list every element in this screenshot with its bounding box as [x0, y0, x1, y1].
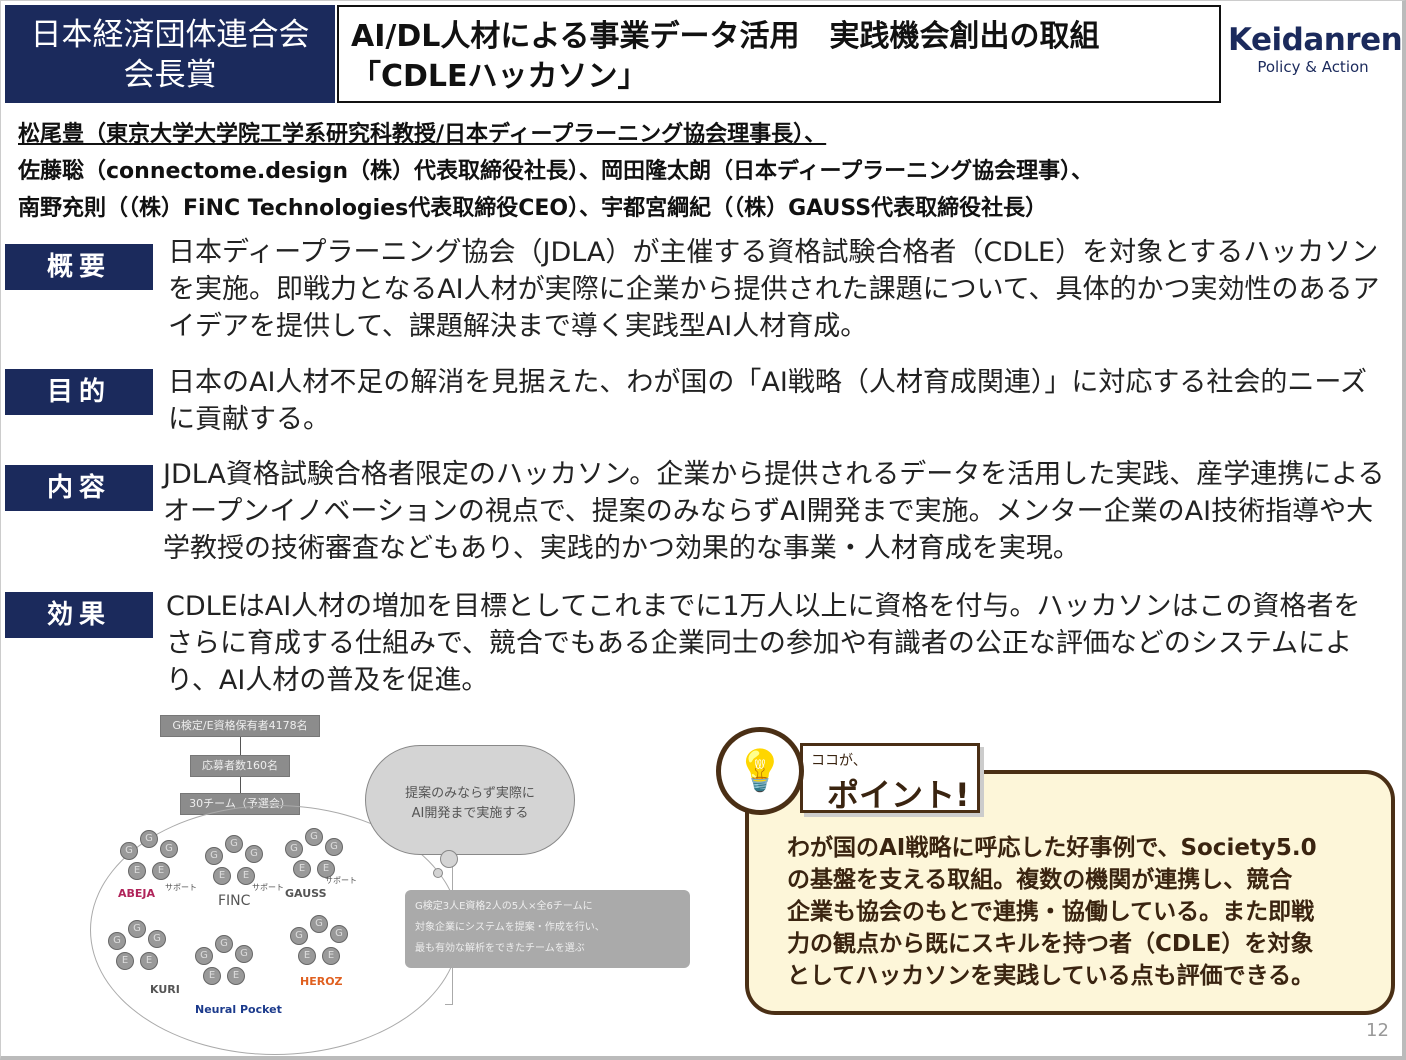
support-label: サポート — [252, 883, 284, 892]
section-label-content: 内容 — [5, 465, 153, 511]
point-box: わが国のAI戦略に呼応した好事例で、Society5.0 の基盤を支える取組。複… — [745, 770, 1395, 1015]
company-logo-abeja: ABEJA — [118, 887, 156, 900]
company-logo-gauss: GAUSS — [285, 887, 327, 900]
section-label-effect: 効果 — [5, 592, 153, 638]
author-line: 松尾豊（東京大学大学院工学系研究科教授/日本ディープラーニング協会理事長）、 — [18, 122, 827, 147]
title-line: 「CDLEハッカソン」 — [351, 59, 648, 94]
company-logo-neural-pocket: Neural Pocket — [195, 1003, 282, 1016]
section-text-overview: 日本ディープラーニング協会（JDLA）が主催する資格試験合格者（CDLE）を対象… — [168, 237, 1380, 342]
cloud-text: 提案のみならず実際に — [405, 786, 535, 801]
cloud-text: AI開発まで実施する — [411, 806, 529, 821]
box-line: 対象企業にシステムを提案・作成を行い、 — [415, 922, 605, 933]
company-logo-finc: FINC — [218, 893, 251, 909]
company-logo-kuri: KURI — [150, 983, 180, 996]
cloud-puff — [440, 850, 458, 868]
point-tag: ココが、 ポイント! — [800, 743, 980, 814]
point-line: わが国のAI戦略に呼応した好事例で、Society5.0 — [787, 835, 1317, 861]
team-info-box: G検定3人E資格2人の5人×全6チームに 対象企業にシステムを提案・作成を行い、… — [405, 890, 690, 968]
author-line: 佐藤聡（connectome.design（株）代表取締役社長）、岡田隆太朗（日… — [18, 159, 1094, 184]
lightbulb-icon: 💡 — [716, 727, 804, 815]
section-label-overview: 概要 — [5, 244, 153, 290]
section-label-purpose: 目的 — [5, 369, 153, 415]
keidanren-logo: Keidanren Policy & Action — [1228, 22, 1403, 76]
section-text-content: JDLA資格試験合格者限定のハッカソン。企業から提供されるデータを活用した実践、… — [163, 459, 1385, 564]
section-text-purpose: 日本のAI人材不足の解消を見据えた、わが国の「AI戦略（人材育成関連）」に対応す… — [168, 367, 1368, 435]
award-line: 日本経済団体連合会 — [30, 17, 310, 53]
point-line: の基盤を支える取組。複数の機関が連携し、競合 — [787, 867, 1293, 893]
cloud-puff — [433, 868, 443, 878]
point-line: 力の観点から既にスキルを持つ者（CDLE）を対象 — [787, 931, 1314, 957]
flow-box: G検定/E資格保有者4178名 — [160, 715, 320, 737]
page-title: AI/DL人材による事業データ活用 実践機会創出の取組 「CDLEハッカソン」 — [337, 5, 1221, 103]
author-line: 南野充則（（株）FiNC Technologies代表取締役CEO）、宇都宮綱紀… — [18, 196, 1048, 221]
company-logo-heroz: HEROZ — [300, 975, 343, 988]
section-text-effect: CDLEはAI人材の増加を目標としてこれまでに1万人以上に資格を付与。ハッカソン… — [166, 591, 1361, 696]
flow-box: 応募者数160名 — [190, 755, 290, 777]
thought-cloud: 提案のみならず実際に AI開発まで実施する — [365, 745, 575, 855]
award-label: 日本経済団体連合会 会長賞 — [5, 5, 335, 103]
title-line: AI/DL人材による事業データ活用 実践機会創出の取組 — [351, 19, 1100, 54]
authors: 松尾豊（東京大学大学院工学系研究科教授/日本ディープラーニング協会理事長）、 佐… — [18, 116, 1093, 227]
logo-name: Keidanren — [1228, 22, 1403, 58]
logo-tagline: Policy & Action — [1257, 58, 1369, 76]
box-line: G検定3人E資格2人の5人×全6チームに — [415, 901, 593, 912]
point-small-label: ココが、 — [811, 753, 867, 769]
support-label: サポート — [165, 883, 197, 892]
support-label: サポート — [325, 876, 357, 885]
point-line: としてハッカソンを実践している点も評価できる。 — [787, 963, 1315, 989]
box-line: 最も有効な解析をできたチームを選ぶ — [415, 943, 585, 954]
award-line: 会長賞 — [123, 57, 217, 93]
point-line: 企業も協会のもとで連携・協働している。また即戦 — [787, 899, 1315, 925]
point-big-label: ポイント! — [827, 776, 970, 814]
page-number: 12 — [1366, 1020, 1389, 1041]
